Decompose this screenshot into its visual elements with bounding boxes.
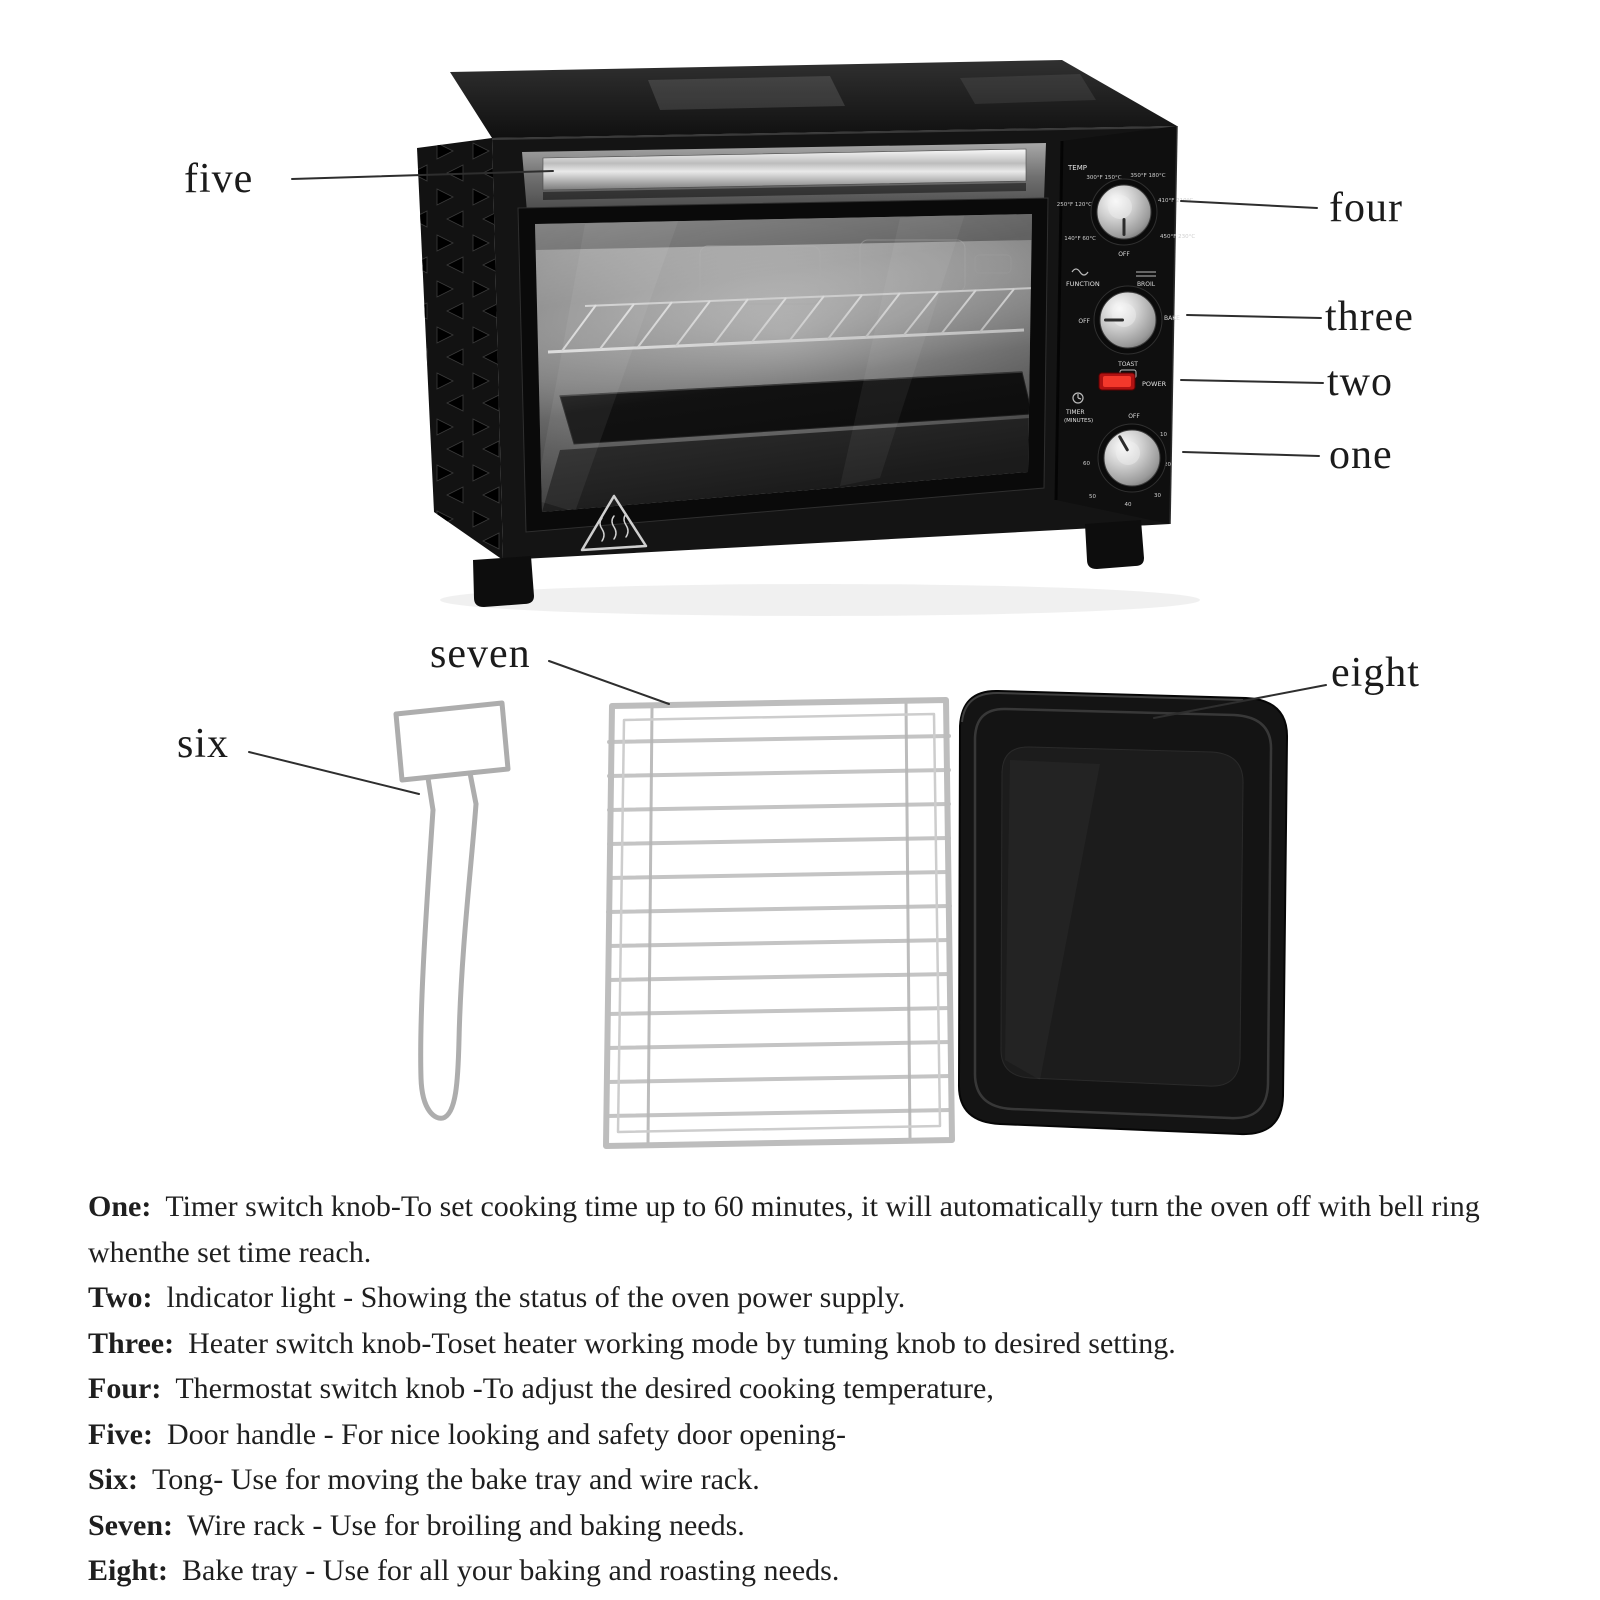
callout-line-two bbox=[1180, 379, 1324, 384]
function-knob bbox=[1093, 285, 1163, 355]
control-panel: TEMP 140°F 60°C 250°F 120°C 300°F 150°C … bbox=[1054, 125, 1195, 525]
oven-top-face bbox=[450, 60, 1177, 138]
broil-label: BROIL bbox=[1137, 281, 1156, 288]
vent-holes-pattern bbox=[417, 138, 503, 560]
callout-label-five: five bbox=[184, 156, 254, 202]
oven-shadow bbox=[440, 584, 1200, 616]
callout-label-three: three bbox=[1325, 294, 1414, 340]
timer-off-label: OFF bbox=[1128, 413, 1140, 420]
callout-label-two: two bbox=[1327, 359, 1393, 405]
temp-tick: 410°F 210°C bbox=[1158, 198, 1193, 204]
legend-term: Two: bbox=[88, 1281, 153, 1314]
legend-item: Six: Tong- Use for moving the bake tray a… bbox=[88, 1457, 1530, 1503]
legend-term: Six: bbox=[88, 1463, 139, 1496]
callout-line-three bbox=[1186, 314, 1322, 319]
timer-tick: 60 bbox=[1083, 461, 1090, 467]
tong-illustration bbox=[393, 700, 511, 1121]
timer-label-line2: (MINUTES) bbox=[1064, 418, 1093, 424]
timer-tick: 20 bbox=[1164, 462, 1171, 468]
legend: One:Timer switch knob-To set cooking tim… bbox=[88, 1184, 1530, 1594]
legend-item: Two: lndicator light - Showing the status… bbox=[88, 1275, 1530, 1321]
temp-tick: 450°F 230°C bbox=[1160, 234, 1195, 240]
door-glass bbox=[535, 214, 1032, 512]
temp-tick: 300°F 150°C bbox=[1086, 175, 1121, 181]
bake-label: BAKE bbox=[1164, 315, 1180, 322]
legend-desc: Door handle - For nice looking and safet… bbox=[166, 1417, 846, 1451]
callout-line-eight bbox=[1153, 684, 1327, 719]
door-handle bbox=[542, 148, 1027, 191]
handle-shadow bbox=[543, 183, 1026, 200]
function-icon bbox=[1071, 268, 1089, 276]
oven-feet bbox=[473, 520, 1144, 607]
legend-term: Three: bbox=[88, 1326, 175, 1360]
hot-surface-warning-icon bbox=[580, 494, 648, 552]
legend-term: Seven: bbox=[88, 1508, 173, 1542]
legend-term: Five: bbox=[88, 1417, 153, 1451]
callout-label-four: four bbox=[1329, 185, 1403, 231]
panel-divider bbox=[1054, 140, 1064, 501]
top-reflection bbox=[648, 76, 845, 110]
temp-tick: 140°F 60°C bbox=[1064, 236, 1096, 242]
callout-label-eight: eight bbox=[1331, 650, 1420, 696]
broil-icon bbox=[1136, 271, 1156, 277]
legend-item: Seven: Wire rack - Use for broiling and b… bbox=[88, 1503, 1530, 1549]
timer-icon bbox=[1072, 392, 1084, 404]
panel-edge bbox=[1169, 125, 1178, 525]
oven-door bbox=[517, 143, 1049, 552]
timer-label-line1: TIMER bbox=[1065, 409, 1085, 416]
legend-item: Eight: Bake tray - Use for all your bakin… bbox=[88, 1548, 1530, 1594]
toast-label: TOAST bbox=[1117, 361, 1138, 368]
glass-streak bbox=[535, 216, 680, 512]
callout-label-seven: seven bbox=[430, 631, 531, 677]
function-label: FUNCTION bbox=[1066, 280, 1100, 288]
temp-off-label: OFF bbox=[1118, 251, 1130, 258]
callout-line-one bbox=[1182, 451, 1320, 457]
glass-streak bbox=[840, 214, 965, 486]
legend-desc: Heater switch knob-Toset heater working … bbox=[188, 1326, 1176, 1360]
temp-knob bbox=[1090, 178, 1158, 246]
wire-rack-illustration bbox=[603, 697, 955, 1149]
legend-desc: Bake tray - Use for all your baking and … bbox=[182, 1554, 840, 1587]
timer-tick: 30 bbox=[1154, 493, 1161, 499]
callout-line-five bbox=[291, 170, 554, 180]
bake-tray-illustration bbox=[957, 689, 1289, 1136]
timer-tick: 40 bbox=[1125, 502, 1132, 508]
timer-tick: 10 bbox=[1160, 432, 1167, 438]
legend-item: Four: Thermostat switch knob -To adjust t… bbox=[88, 1366, 1530, 1412]
temp-tick: 250°F 120°C bbox=[1057, 202, 1092, 208]
legend-desc: Thermostat switch knob -To adjust the de… bbox=[175, 1372, 994, 1405]
callout-label-six: six bbox=[177, 721, 230, 767]
function-off-label: OFF bbox=[1078, 318, 1090, 325]
glass-overlay bbox=[535, 214, 1032, 512]
legend-desc: lndicator light - Showing the status of … bbox=[166, 1281, 906, 1314]
legend-term: Eight: bbox=[88, 1554, 169, 1587]
legend-item: One:Timer switch knob-To set cooking tim… bbox=[88, 1184, 1530, 1275]
legend-item: Five: Door handle - For nice looking and … bbox=[88, 1412, 1530, 1458]
front-top-edge bbox=[491, 126, 1178, 140]
oven-illustration: TEMP 140°F 60°C 250°F 120°C 300°F 150°C … bbox=[417, 60, 1200, 616]
legend-term: Four: bbox=[88, 1372, 162, 1405]
callout-line-seven bbox=[548, 660, 670, 705]
timer-tick: 50 bbox=[1089, 494, 1096, 500]
power-indicator-light bbox=[1098, 372, 1136, 391]
callout-label-one: one bbox=[1329, 432, 1393, 478]
legend-item: Three: Heater switch knob-Toset heater wo… bbox=[88, 1321, 1530, 1367]
callout-line-six bbox=[248, 751, 420, 795]
timer-knob bbox=[1097, 423, 1167, 493]
temp-label: TEMP bbox=[1067, 164, 1087, 172]
top-reflection bbox=[960, 74, 1096, 104]
temp-tick: 350°F 180°C bbox=[1130, 173, 1165, 179]
legend-desc: Tong- Use for moving the bake tray and w… bbox=[152, 1463, 760, 1496]
callout-lines bbox=[248, 170, 1327, 795]
callout-line-four bbox=[1180, 200, 1318, 209]
legend-desc: Wire rack - Use for broiling and baking … bbox=[187, 1508, 745, 1542]
legend-desc: Timer switch knob-To set cooking time up… bbox=[88, 1190, 1480, 1269]
legend-term: One: bbox=[88, 1190, 152, 1223]
power-label: POWER bbox=[1142, 380, 1167, 388]
